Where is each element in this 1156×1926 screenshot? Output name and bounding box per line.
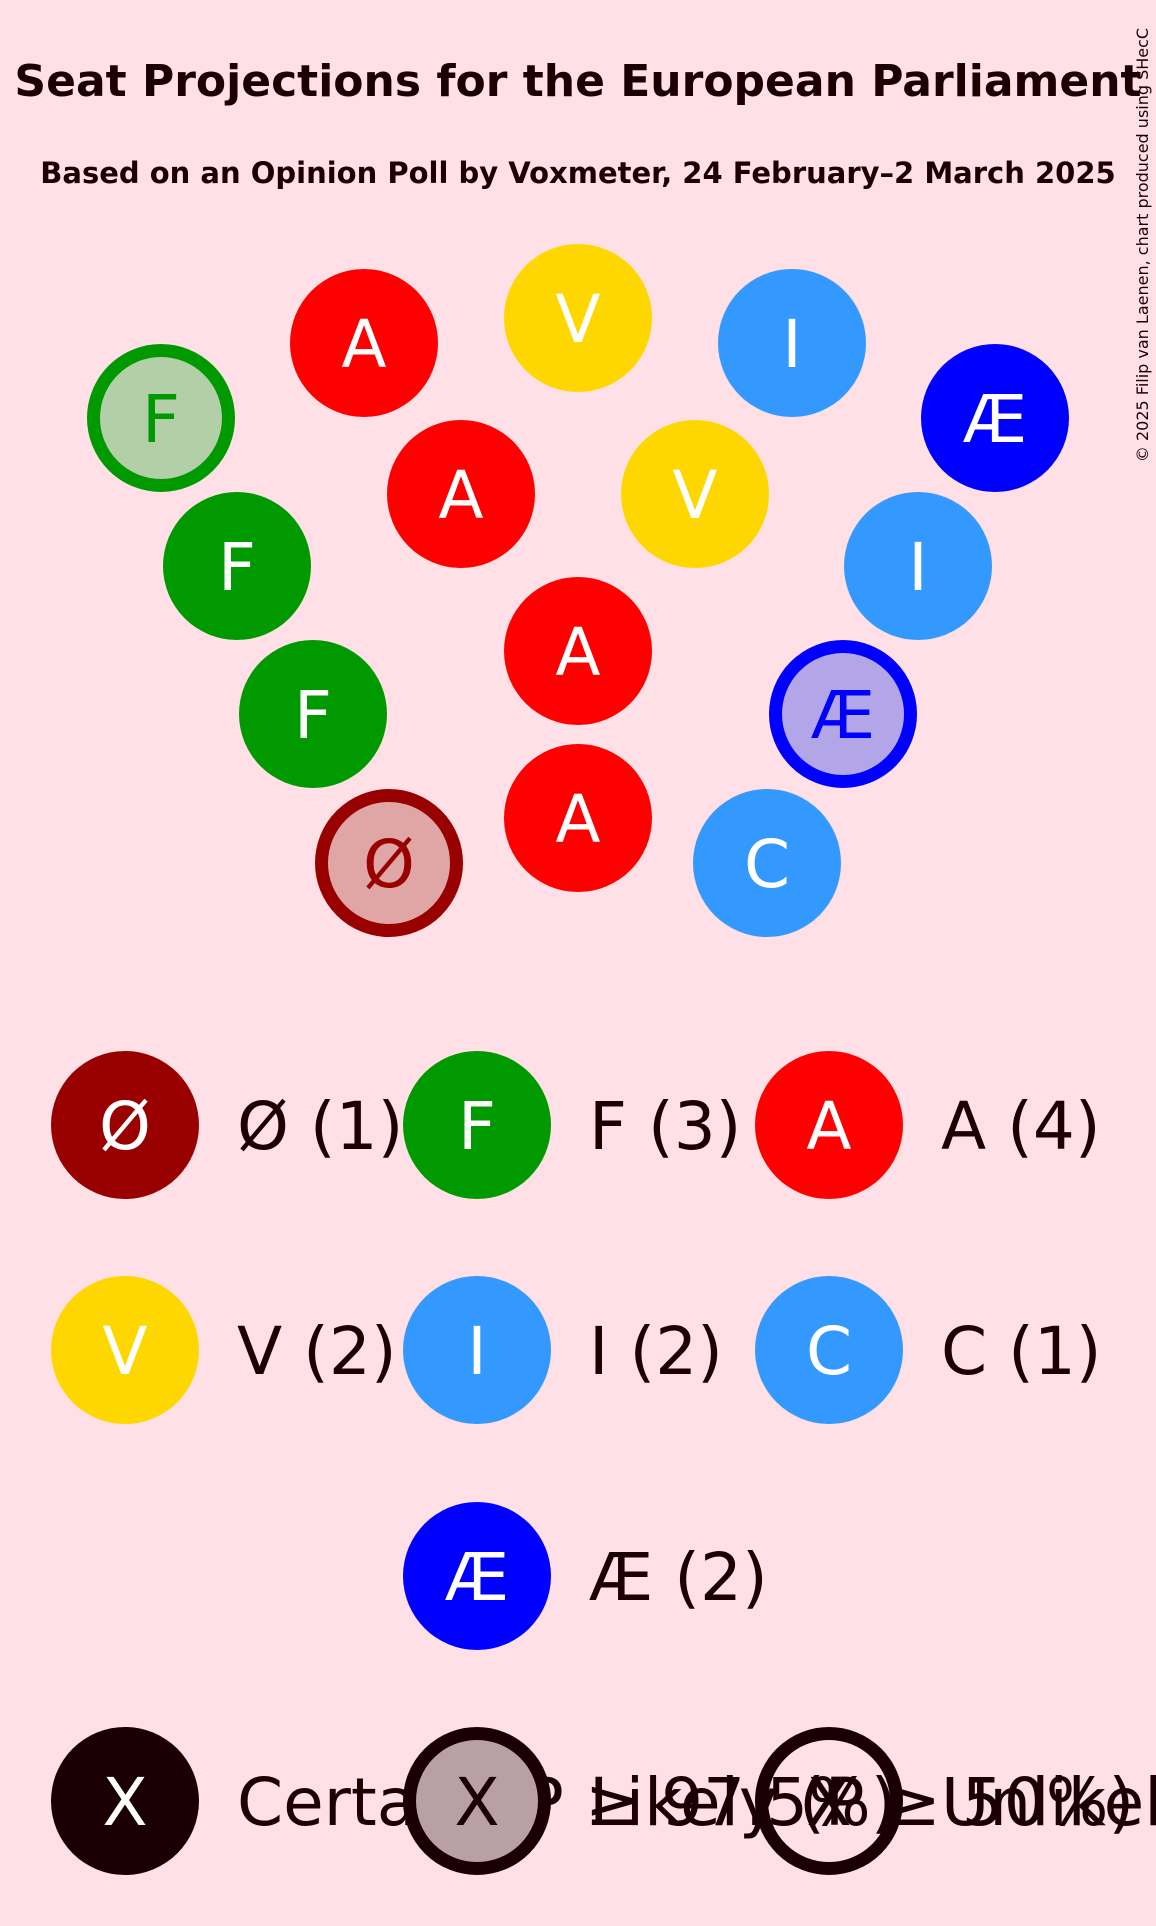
seat-1-letter: F: [218, 529, 256, 606]
legend-swatch: [51, 1051, 199, 1199]
seat-13: I: [844, 492, 992, 640]
status-swatch-letter: X: [454, 1764, 499, 1841]
status-swatch-letter: X: [102, 1764, 147, 1841]
legend-swatch: [755, 1276, 903, 1424]
chart-subtitle: Based on an Opinion Poll by Voxmeter, 24…: [40, 156, 1115, 190]
legend-swatch: [403, 1276, 551, 1424]
seat-6-letter: A: [438, 457, 483, 534]
seat-3: F: [87, 344, 235, 492]
seat-3-circle: [87, 344, 235, 492]
legend-item: A A (4): [755, 1051, 1101, 1199]
legend-swatch-letter: Æ: [445, 1539, 509, 1616]
seat-11-circle: [693, 789, 841, 937]
seat-11-letter: C: [744, 826, 790, 903]
legend-swatch: [51, 1276, 199, 1424]
status-swatch: [755, 1727, 903, 1875]
seat-2-circle: [239, 640, 387, 788]
seat-12-letter: I: [782, 306, 801, 383]
legend-item: F F (3): [403, 1051, 741, 1199]
copyright-note: © 2025 Filip van Laenen, chart produced …: [1133, 28, 1152, 462]
legend-swatch: [403, 1051, 551, 1199]
seat-5-letter: A: [341, 306, 386, 383]
seat-8-letter: A: [555, 781, 600, 858]
seat-1: F: [163, 492, 311, 640]
legend-swatch-letter: V: [102, 1313, 147, 1390]
legend-label: Ø (1): [237, 1088, 403, 1165]
legend-swatch: [403, 1502, 551, 1650]
legend-swatch-letter: A: [806, 1088, 851, 1165]
legend-item: Æ Æ (2): [403, 1502, 768, 1650]
seat-13-letter: I: [908, 529, 927, 606]
status-swatch: [51, 1727, 199, 1875]
seat-1-circle: [163, 492, 311, 640]
status-swatch-letter: X: [806, 1764, 851, 1841]
seat-2-letter: F: [294, 677, 332, 754]
seat-15-circle: [769, 640, 917, 788]
seat-10-circle: [621, 420, 769, 568]
status-label: Certain (P ≥ 97.5%): [237, 1764, 897, 1841]
seat-8: A: [504, 744, 652, 892]
seat-4-letter: Ø: [363, 826, 415, 903]
status-label: Likely (P ≥ 50%): [589, 1764, 1134, 1841]
status-legend-item: X Unlikely (P < 50%): [755, 1727, 1156, 1875]
seat-10-letter: V: [672, 457, 717, 534]
legend-swatch-letter: Ø: [99, 1088, 151, 1165]
seat-7-letter: A: [555, 614, 600, 691]
legend-label: A (4): [941, 1088, 1101, 1165]
seat-7: A: [504, 577, 652, 725]
party-legend: Ø Ø (1) F F (3) A A (4) V V (2) I I (2) C C (1) Æ Æ (…: [51, 1051, 1102, 1650]
seat-7-circle: [504, 577, 652, 725]
legend-label: C (1): [941, 1313, 1102, 1390]
seat-14-letter: Æ: [963, 381, 1027, 458]
legend-item: V V (2): [51, 1276, 397, 1424]
legend-item: Ø Ø (1): [51, 1051, 403, 1199]
chart-title: Seat Projections for the European Parlia…: [14, 56, 1141, 107]
seat-14: Æ: [921, 344, 1069, 492]
seat-15: Æ: [769, 640, 917, 788]
seat-5-circle: [290, 269, 438, 417]
seat-9-circle: [504, 244, 652, 392]
seat-11: C: [693, 789, 841, 937]
seat-3-letter: F: [142, 381, 180, 458]
seat-9: V: [504, 244, 652, 392]
legend-label: V (2): [237, 1313, 397, 1390]
seat-8-circle: [504, 744, 652, 892]
seat-6-circle: [387, 420, 535, 568]
legend-swatch-letter: C: [806, 1313, 852, 1390]
legend-swatch: [755, 1051, 903, 1199]
seat-4-circle: [315, 789, 463, 937]
legend-label: F (3): [589, 1088, 741, 1165]
seat-4: Ø: [315, 789, 463, 937]
status-label: Unlikely (P < 50%): [941, 1764, 1156, 1841]
legend-swatch-letter: F: [458, 1088, 496, 1165]
seat-9-letter: V: [555, 281, 600, 358]
seat-12-circle: [718, 269, 866, 417]
seat-12: I: [718, 269, 866, 417]
seat-15-letter: Æ: [811, 677, 875, 754]
seat-13-circle: [844, 492, 992, 640]
legend-label: Æ (2): [589, 1539, 768, 1616]
legend-item: I I (2): [403, 1276, 723, 1424]
seat-14-circle: [921, 344, 1069, 492]
legend-item: C C (1): [755, 1276, 1102, 1424]
legend-swatch-letter: I: [467, 1313, 486, 1390]
seat-10: V: [621, 420, 769, 568]
legend-label: I (2): [589, 1313, 723, 1390]
seat-5: A: [290, 269, 438, 417]
seat-2: F: [239, 640, 387, 788]
seat-6: A: [387, 420, 535, 568]
status-swatch: [403, 1727, 551, 1875]
